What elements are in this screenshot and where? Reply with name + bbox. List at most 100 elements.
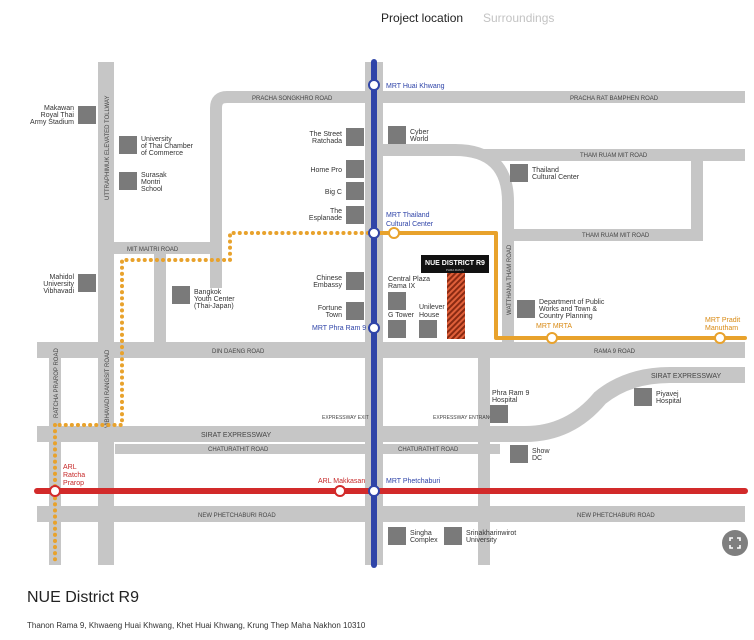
landmark-cyber-world-marker	[388, 126, 406, 144]
landmark-central-plaza-marker	[388, 292, 406, 310]
landmark-fortune-town-marker	[346, 302, 364, 320]
station-label: ARL Makkasan	[318, 478, 365, 485]
project-logo-text: NUE DISTRICT R9	[425, 260, 485, 267]
station-mrt-thailand-cultural-center[interactable]: MRT Thailand Cultural Center	[368, 212, 434, 239]
transit-lines	[34, 59, 748, 568]
svg-text:MRT Thailand Cultural: MRT Thailand Cultural Center	[386, 212, 434, 228]
road-label-expressway-entrance: EXPRESSWAY ENTRANCE	[433, 415, 497, 421]
station-mrt-phra-ram-9[interactable]: MRT Phra Ram 9	[312, 322, 380, 334]
road-label-chaturathit-right: CHATURATHIT ROAD	[398, 447, 459, 453]
landmark-home-pro-label: Home Pro	[310, 167, 342, 174]
road-label-new-phetchaburi-right: NEW PHETCHABURI ROAD	[577, 513, 655, 519]
landmark-utcc-marker	[119, 136, 137, 154]
landmark-big-c-label: Big C	[325, 189, 342, 196]
landmark-bangkok-youth-marker	[172, 286, 190, 304]
station-label: MRT Phra Ram 9	[312, 325, 366, 332]
station-mrt-mrta[interactable]: MRT MRTA	[536, 323, 572, 344]
road-label-vibhavadi: VIBHAVADI RANGSIT ROAD	[105, 349, 111, 428]
road-label-rama-9: RAMA 9 ROAD	[594, 349, 636, 355]
road-label-tham-ruam-mit-1: THAM RUAM MIT ROAD	[580, 153, 648, 159]
station-label: MRT Phetchaburi	[386, 478, 441, 485]
watthana-tham-road	[381, 144, 514, 345]
landmarks	[78, 106, 652, 545]
project-title: NUE District R9	[27, 589, 140, 606]
landmark-home-pro-marker	[346, 160, 364, 178]
project-site[interactable]: NUE DISTRICT R9 PHRA RAM 9	[421, 255, 489, 339]
stations: MRT Huai Khwang MRT Thailand Cultural Ce…	[49, 79, 742, 497]
road-label-watthana-tham: WATTHANA THAM ROAD	[507, 244, 513, 315]
view-tabs: Project location Surroundings	[0, 11, 754, 31]
project-logo-sub: PHRA RAM 9	[446, 268, 465, 272]
station-mrt-phetchaburi[interactable]: MRT Phetchaburi	[368, 478, 441, 497]
road-label-mit-maitri: MIT MAITRI ROAD	[127, 247, 179, 253]
fullscreen-button[interactable]	[722, 530, 748, 556]
road-label-expressway-exit: EXPRESSWAY EXIT	[322, 415, 369, 421]
fullscreen-icon	[729, 537, 741, 549]
mrt-orange-line	[372, 231, 747, 340]
svg-text:MRT Pradit Manutham: MRT Pradit Manutham	[705, 317, 742, 332]
station-label: MRT MRTA	[536, 323, 572, 330]
landmark-street-ratchada-marker	[346, 128, 364, 146]
station-mrt-pradit-manutham[interactable]: MRT Pradit Manutham	[705, 317, 742, 344]
tab-project-location[interactable]: Project location	[381, 11, 464, 25]
road-label-sirat-right: SIRAT EXPRESSWAY	[651, 373, 721, 380]
road-label-ratcha-prarop: RATCHA PRAROP ROAD	[54, 348, 60, 418]
landmark-unilever-marker	[419, 320, 437, 338]
station-label: MRT Pradit	[705, 317, 740, 324]
road-label-chaturathit-left: CHATURATHIT ROAD	[208, 447, 269, 453]
project-plot	[447, 273, 465, 339]
landmark-singha-marker	[388, 527, 406, 545]
landmark-makawan-marker	[78, 106, 96, 124]
station-label: MRT Huai Khwang	[386, 83, 445, 90]
landmark-piyavej-marker	[634, 388, 652, 406]
road-label-tham-ruam-mit-2: THAM RUAM MIT ROAD	[582, 233, 650, 239]
landmark-phra-ram-9-hospital-marker	[490, 405, 508, 423]
landmark-big-c-marker	[346, 182, 364, 200]
location-map[interactable]: PRACHA SONGKHRO ROAD PRACHA RAT BAMPHEN …	[0, 40, 754, 570]
landmark-thailand-cultural-marker	[510, 164, 528, 182]
landmark-chinese-embassy-marker	[346, 272, 364, 290]
road-label-new-phetchaburi-left: NEW PHETCHABURI ROAD	[198, 513, 276, 519]
station-label: ARL	[63, 464, 77, 471]
road-label-pracha-rat-bamphen: PRACHA RAT BAMPHEN ROAD	[570, 96, 659, 102]
station-arl-ratcha-prarop[interactable]: ARL Ratcha Prarop	[49, 464, 87, 497]
landmark-esplanade-marker	[346, 206, 364, 224]
road-labels: PRACHA SONGKHRO ROAD PRACHA RAT BAMPHEN …	[54, 96, 721, 519]
project-address: Thanon Rama 9, Khwaeng Huai Khwang, Khet…	[27, 621, 366, 630]
landmark-mahidol-marker	[78, 274, 96, 292]
mrt-orange-line-extension	[53, 231, 376, 427]
svg-text:ARL Ratcha Pra: ARL Ratcha Prarop	[63, 464, 87, 487]
project-logo-box	[421, 255, 489, 273]
road-label-din-daeng: DIN DAENG ROAD	[212, 349, 265, 355]
landmark-g-tower-label: G Tower	[388, 312, 415, 319]
road-label-sirat-left: SIRAT EXPRESSWAY	[201, 432, 271, 439]
tab-surroundings[interactable]: Surroundings	[483, 11, 555, 25]
road-label-pracha-songkhro: PRACHA SONGKHRO ROAD	[252, 96, 333, 102]
landmark-dpt-marker	[517, 300, 535, 318]
pracha-songkhro-road	[210, 91, 745, 288]
sirat-expressway	[37, 367, 745, 442]
tham-ruam-mit-road-right	[508, 155, 703, 241]
landmark-swu-marker	[444, 527, 462, 545]
station-arl-makkasan[interactable]: ARL Makkasan	[318, 478, 365, 497]
station-label: MRT Thailand	[386, 212, 430, 219]
station-mrt-huai-khwang[interactable]: MRT Huai Khwang	[368, 79, 445, 91]
